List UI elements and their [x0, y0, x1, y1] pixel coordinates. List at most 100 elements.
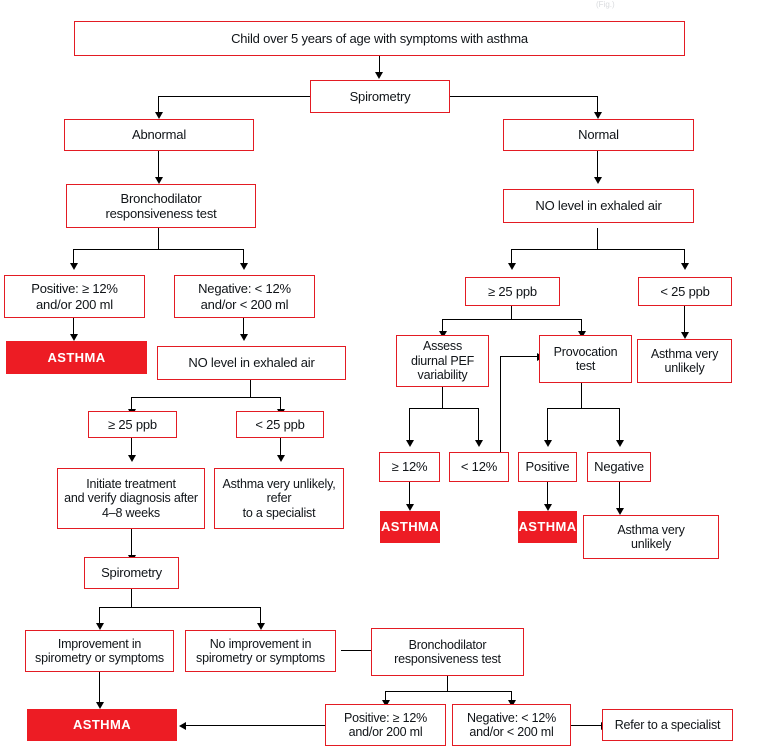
connector-positivemid-to-asthma3: [547, 482, 549, 506]
node-asthma-2[interactable]: ASTHMA: [380, 511, 440, 543]
connector-nolevel-right-bar: [511, 249, 685, 251]
node-no-improvement[interactable]: No improvement in spirometry or symptoms: [185, 630, 336, 672]
connector-ppbhigh-right-bar: [442, 319, 582, 321]
node-initiate-treatment[interactable]: Initiate treatment and verify diagnosis …: [57, 468, 205, 529]
connector-negativemid-to-unlikely2: [619, 482, 621, 510]
connector-ppbhigh-left-drop: [131, 397, 133, 411]
arrowhead-positive-bottom: [381, 700, 390, 707]
arrowhead-positive-left: [69, 263, 78, 270]
connector-bronchodilator-bottom-bar: [385, 691, 512, 693]
node-negative-bottom[interactable]: Negative: < 12% and/or < 200 ml: [452, 704, 571, 746]
connector-normal-to-nolevel: [597, 151, 599, 178]
arrowhead-negative-bottom: [507, 700, 516, 707]
arrowhead-asthma4-left: [179, 721, 186, 730]
connector-ppblow-right-to-unlikely: [684, 306, 686, 334]
connector-negative-to-nolevel-left: [243, 318, 245, 336]
connector-nolevel-left-bar: [131, 397, 281, 399]
arrowhead-unlikely-refer: [276, 455, 285, 462]
node-positive-mid[interactable]: Positive: [518, 452, 577, 482]
arrowhead-provocation: [577, 331, 586, 338]
connector-pctlow-to-provocation-v: [500, 356, 502, 466]
connector-negative-mid-drop: [619, 408, 621, 442]
node-ppb-high-left[interactable]: ≥ 25 ppb: [88, 411, 177, 438]
connector-bronchodilator-bar: [73, 249, 243, 251]
connector-negativebottom-to-refer: [571, 725, 602, 727]
node-pct-low-mid[interactable]: < 12%: [449, 452, 509, 482]
arrowhead-asthma4: [95, 702, 104, 709]
node-asthma-3[interactable]: ASTHMA: [518, 511, 577, 543]
arrowhead-negative-left: [239, 263, 248, 270]
arrowhead-positive-mid: [543, 440, 552, 447]
connector-pcthigh-drop: [409, 408, 411, 442]
node-assess-pef[interactable]: Assess diurnal PEF variability: [396, 335, 489, 387]
node-asthma-unlikely-2[interactable]: Asthma very unlikely: [583, 515, 719, 559]
arrowhead-no-improvement: [256, 623, 265, 630]
connector-provocation-stem: [581, 383, 583, 409]
connector-ppbhigh-right-stem: [511, 306, 513, 320]
node-positive-bottom[interactable]: Positive: ≥ 12% and/or 200 ml: [325, 704, 446, 746]
connector-spirometry-right: [449, 96, 598, 98]
connector-ppblow-right-drop: [684, 249, 686, 265]
connector-positive-to-asthma1: [73, 318, 75, 336]
connector-nolevel-right-stem: [597, 228, 599, 250]
connector-pcthigh-to-asthma2: [409, 482, 411, 506]
arrowhead-nolevel-left: [239, 334, 248, 341]
connector-spirometry-left-drop: [158, 96, 160, 115]
node-bronchodilator-bottom[interactable]: Bronchodilator responsiveness test: [371, 628, 524, 676]
connector-noimprovement-drop: [260, 607, 262, 625]
node-bronchodilator-left[interactable]: Bronchodilator responsiveness test: [66, 184, 256, 228]
connector-noimprovement-to-bronchodilator: [341, 650, 372, 652]
connector-ppblow-left-drop: [280, 397, 282, 411]
node-ppb-low-right[interactable]: < 25 ppb: [638, 277, 732, 306]
connector-spirometry-bottom-stem: [131, 589, 133, 608]
arrowhead-improvement: [95, 623, 104, 630]
connector-bronchodilator-bottom-stem: [447, 676, 449, 692]
node-asthma-4[interactable]: ASTHMA: [27, 709, 177, 741]
arrowhead-asthma-unlikely-2: [615, 508, 624, 515]
connector-initiate-to-spirometry: [131, 529, 133, 557]
node-spirometry-bottom[interactable]: Spirometry: [84, 557, 179, 589]
connector-provocation-bar: [547, 408, 620, 410]
connector-start-to-spirometry: [379, 56, 381, 73]
arrowhead-ppbhigh-right: [507, 263, 516, 270]
node-negative-mid[interactable]: Negative: [587, 452, 651, 482]
node-improvement[interactable]: Improvement in spirometry or symptoms: [25, 630, 174, 672]
connector-nolevel-left-stem: [250, 380, 252, 398]
arrowhead-initiate: [127, 455, 136, 462]
node-no-level-right[interactable]: NO level in exhaled air: [503, 189, 694, 223]
arrowhead-pct-high: [405, 440, 414, 447]
connector-spirometry-bottom-bar: [99, 607, 261, 609]
connector-ppbhigh-to-initiate: [131, 437, 133, 457]
connector-negative-bottom-drop: [511, 691, 513, 702]
connector-provocation-drop: [581, 319, 583, 333]
node-ppb-high-right[interactable]: ≥ 25 ppb: [465, 277, 560, 306]
node-asthma-1[interactable]: ASTHMA: [6, 341, 147, 374]
arrowhead-normal-nolevel: [593, 177, 602, 184]
node-unlikely-refer[interactable]: Asthma very unlikely, refer to a special…: [214, 468, 344, 529]
connector-bronchodilator-right-drop: [243, 249, 245, 265]
connector-ppbhigh-right-drop: [511, 249, 513, 265]
connector-improvement-drop: [99, 607, 101, 625]
connector-positive-bottom-drop: [385, 691, 387, 702]
node-pct-high-mid[interactable]: ≥ 12%: [379, 452, 440, 482]
node-no-level-left[interactable]: NO level in exhaled air: [157, 346, 346, 380]
top-fragment-text: (Fig.): [596, 0, 615, 9]
node-asthma-unlikely-1[interactable]: Asthma very unlikely: [637, 339, 732, 383]
node-start[interactable]: Child over 5 years of age with symptoms …: [74, 21, 685, 56]
node-provocation-test[interactable]: Provocation test: [539, 335, 632, 383]
arrowhead-asthma3: [543, 504, 552, 511]
node-normal[interactable]: Normal: [503, 119, 694, 151]
arrowhead-spirometry-normal: [593, 112, 602, 119]
node-spirometry-top[interactable]: Spirometry: [310, 80, 450, 113]
node-ppb-low-left[interactable]: < 25 ppb: [236, 411, 324, 438]
connector-bronchodilator-left-drop: [73, 249, 75, 265]
arrowhead-abnormal-bronchodilator: [154, 177, 163, 184]
node-refer-specialist[interactable]: Refer to a specialist: [602, 709, 733, 741]
arrowhead-assess-pef: [438, 331, 447, 338]
node-positive-left[interactable]: Positive: ≥ 12% and/or 200 ml: [4, 275, 145, 318]
connector-pctlow-drop: [478, 408, 480, 442]
node-negative-left[interactable]: Negative: < 12% and/or < 200 ml: [174, 275, 315, 318]
connector-assess-drop: [442, 319, 444, 333]
node-abnormal[interactable]: Abnormal: [64, 119, 254, 151]
